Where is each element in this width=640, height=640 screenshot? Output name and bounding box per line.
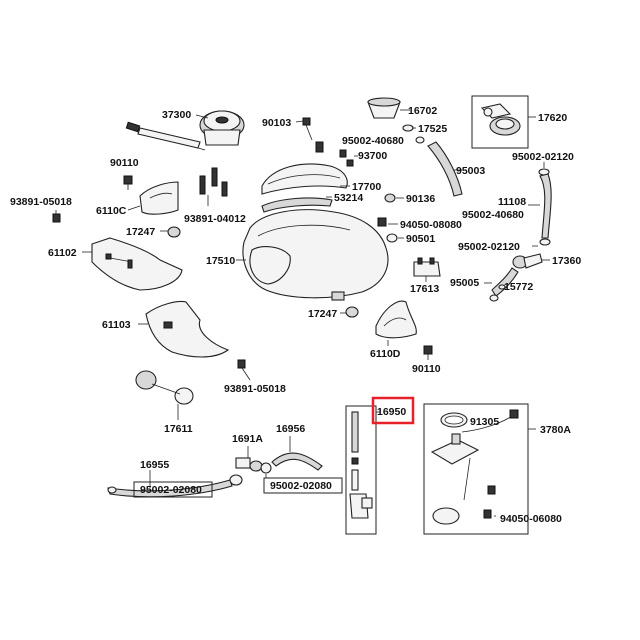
part-61102-frame-cover bbox=[82, 237, 183, 291]
label-90501: 90501 bbox=[406, 233, 435, 245]
part-90110-bolt-lower bbox=[423, 345, 433, 360]
part-93891-04012-screws bbox=[199, 167, 228, 206]
part-90136-bolt bbox=[384, 193, 404, 203]
label-6110C: 6110C bbox=[96, 205, 127, 217]
part-17247-grommet-lower bbox=[340, 306, 359, 318]
part-16702-strainer bbox=[367, 97, 410, 119]
part-17613-bracket bbox=[413, 257, 441, 282]
label-16950: 16950 bbox=[377, 406, 406, 418]
label-95003: 95003 bbox=[456, 165, 485, 177]
part-17247-grommet-upper bbox=[160, 226, 181, 238]
part-94050-08080-bolt bbox=[377, 217, 398, 227]
label-17510: 17510 bbox=[206, 255, 235, 267]
label-95002-02120-b: 95002-02120 bbox=[458, 241, 520, 253]
label-17700: 17700 bbox=[352, 181, 381, 193]
label-11108: 11108 bbox=[498, 196, 526, 208]
part-17620-key-set bbox=[471, 95, 536, 149]
label-95002-02120-a: 95002-02120 bbox=[512, 151, 574, 163]
part-15772-clip bbox=[498, 284, 506, 290]
part-93891-05018-screw-left bbox=[52, 210, 61, 223]
label-94050-06080: 94050-06080 bbox=[500, 513, 562, 525]
label-15772: 15772 bbox=[504, 281, 533, 293]
part-90103-screw bbox=[295, 117, 324, 153]
part-3780A-fuel-sender bbox=[423, 403, 536, 535]
label-90103: 90103 bbox=[262, 117, 291, 129]
part-17611-knob bbox=[135, 370, 194, 420]
part-95005-vent-hose bbox=[484, 267, 519, 302]
part-61103-frame-cover bbox=[138, 300, 230, 358]
label-17247-b: 17247 bbox=[308, 308, 337, 320]
part-17700-tank-cover bbox=[261, 163, 348, 195]
label-37300: 37300 bbox=[162, 109, 191, 121]
part-17360-valve bbox=[512, 245, 550, 269]
highlight-box-16950 bbox=[371, 396, 415, 425]
part-17510-fuel-tank bbox=[236, 209, 389, 301]
label-90110-a: 90110 bbox=[110, 157, 139, 169]
label-17620: 17620 bbox=[538, 112, 567, 124]
part-17525-clip bbox=[402, 124, 425, 144]
label-93891-05018-b: 93891-05018 bbox=[224, 383, 286, 395]
label-94050-08080: 94050-08080 bbox=[400, 219, 462, 231]
label-16702: 16702 bbox=[408, 105, 437, 117]
part-93891-05018-screw-lower bbox=[237, 359, 251, 381]
label-17613: 17613 bbox=[410, 283, 439, 295]
label-17247-a: 17247 bbox=[126, 226, 155, 238]
part-1691A-filter bbox=[235, 446, 272, 474]
label-90110-b: 90110 bbox=[412, 363, 441, 375]
label-1691A: 1691A bbox=[232, 433, 263, 445]
part-90501-washer bbox=[386, 233, 404, 243]
label-61102: 61102 bbox=[48, 247, 77, 259]
label-95005: 95005 bbox=[450, 277, 479, 289]
part-16955-hose bbox=[107, 470, 243, 498]
label-95002-40680-b: 95002-40680 bbox=[462, 209, 524, 221]
label-93891-04012: 93891-04012 bbox=[184, 213, 246, 225]
label-16956: 16956 bbox=[276, 423, 305, 435]
label-91305: 91305 bbox=[470, 416, 499, 428]
part-11108-drain-hose bbox=[528, 162, 552, 246]
label-95002-40680-a: 95002-40680 bbox=[342, 135, 404, 147]
part-6110D-side-cover bbox=[375, 300, 417, 346]
label-6110D: 6110D bbox=[370, 348, 401, 360]
label-17360: 17360 bbox=[552, 255, 581, 267]
part-6110C-side-cover bbox=[127, 181, 179, 215]
label-93700: 93700 bbox=[358, 150, 387, 162]
label-90136: 90136 bbox=[406, 193, 435, 205]
label-16955: 16955 bbox=[140, 459, 169, 471]
part-94050-06080-bolts bbox=[483, 485, 496, 519]
part-16950-fuel-cock bbox=[345, 405, 380, 535]
label-17611: 17611 bbox=[164, 423, 193, 435]
label-53214: 53214 bbox=[334, 192, 363, 204]
part-93700-bolt bbox=[339, 149, 358, 167]
part-90110-bolt-upper bbox=[123, 175, 133, 190]
label-95002-02080-a: 95002-02080 bbox=[140, 484, 202, 496]
label-93891-05018-a: 93891-05018 bbox=[10, 196, 72, 208]
part-95003-hose bbox=[427, 141, 463, 197]
part-37300-fuel-cap-lock bbox=[125, 110, 245, 151]
label-3780A: 3780A bbox=[540, 424, 571, 436]
part-16956-hose bbox=[271, 436, 323, 471]
label-61103: 61103 bbox=[102, 319, 131, 331]
label-95002-02080-b: 95002-02080 bbox=[270, 480, 332, 492]
part-53214-trim-strip bbox=[261, 197, 333, 213]
label-17525: 17525 bbox=[418, 123, 447, 135]
